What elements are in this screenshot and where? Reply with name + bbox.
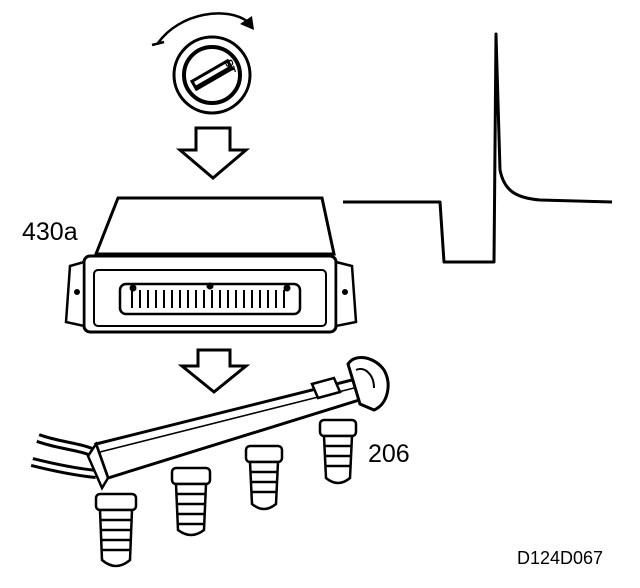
key-slot-icon <box>189 58 235 92</box>
figure-id-label: D124D067 <box>517 548 604 568</box>
fuel-rail-label: 206 <box>368 440 410 468</box>
rail-end-connector <box>310 376 342 400</box>
ecu-label: 430a <box>22 218 78 246</box>
ignition-switch <box>151 12 254 115</box>
injector <box>94 492 138 568</box>
down-arrow-icon <box>177 348 251 394</box>
fuel-rail <box>30 355 390 491</box>
injection-pulse-waveform <box>343 32 613 264</box>
rotation-arrow-icon <box>156 12 249 44</box>
rotation-arrowhead-icon <box>240 16 254 30</box>
injector <box>170 466 212 537</box>
injector <box>318 418 358 485</box>
connector-pins <box>131 290 285 308</box>
ecu-module <box>64 196 358 334</box>
injector <box>244 444 284 511</box>
down-arrow-icon <box>175 126 251 180</box>
rail-end-bracket <box>346 355 390 412</box>
